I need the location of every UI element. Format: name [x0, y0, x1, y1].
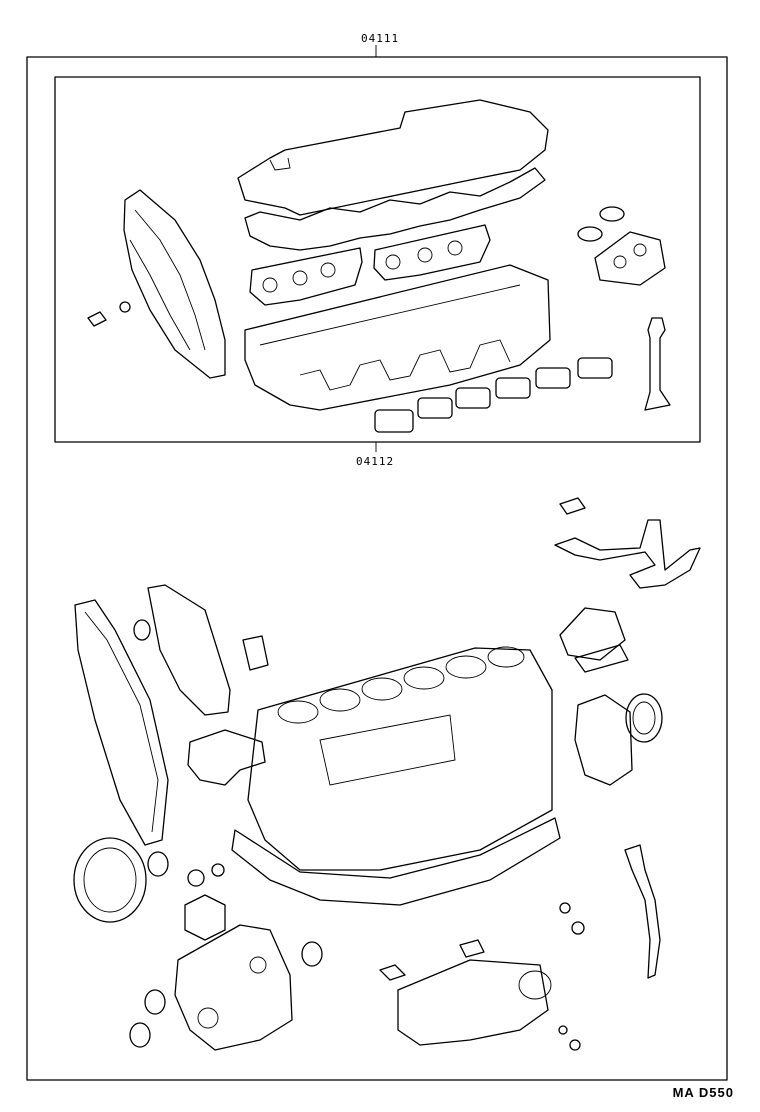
part-number-label-top: 04111	[361, 32, 400, 45]
outer-frame	[26, 56, 728, 1081]
port-gaskets	[374, 357, 613, 433]
oil-pump-housing	[174, 924, 293, 1051]
washer-2	[211, 863, 225, 877]
seal-3	[301, 941, 323, 967]
oil-strainer-gasket	[559, 497, 586, 515]
bolt-3	[569, 1039, 581, 1051]
cylinder-bores	[277, 646, 525, 724]
oil-seal-small	[133, 619, 151, 641]
nut-1	[559, 902, 571, 914]
nut-2	[571, 921, 585, 935]
inner-frame	[54, 76, 701, 443]
small-gasket	[242, 635, 269, 671]
manifold-flange	[559, 607, 626, 661]
cylinder-block	[247, 647, 553, 871]
flange-gasket	[574, 644, 629, 673]
timing-belt-cover	[123, 189, 226, 379]
seal-4	[144, 989, 166, 1015]
crank-seal	[147, 851, 169, 877]
cylinder-head	[244, 264, 551, 411]
timing-cover-gasket	[147, 584, 231, 716]
cylinder-head-cover	[237, 99, 549, 216]
seal-ring-1	[577, 226, 603, 242]
small-flange-gasket-2	[459, 939, 485, 958]
intake-manifold-gasket	[249, 247, 363, 306]
bracket-gasket	[594, 231, 666, 286]
thermostat-gasket	[184, 894, 226, 941]
bolt	[87, 311, 107, 327]
seal-5	[129, 1022, 151, 1048]
valve	[644, 317, 671, 411]
bolt-2	[558, 1025, 568, 1035]
oil-strainer	[554, 519, 701, 589]
head-cover-gasket	[244, 167, 546, 251]
small-flange-gasket	[379, 964, 406, 981]
part-number-label-inner: 04112	[356, 455, 395, 468]
figure-code: MA D550	[672, 1085, 734, 1100]
exhaust-manifold-gasket	[373, 224, 491, 281]
water-pipe	[624, 844, 661, 979]
oil-cooler	[397, 959, 549, 1046]
rear-oil-seal	[625, 693, 663, 743]
timing-belt	[74, 599, 169, 846]
rear-seal-retainer	[574, 694, 633, 786]
water-pump-gasket	[187, 729, 266, 786]
oil-pan-gasket	[231, 817, 561, 906]
crank-pulley	[73, 837, 147, 923]
seal-ring-2	[599, 206, 625, 222]
idler-bolt	[187, 869, 205, 887]
washer	[119, 301, 131, 313]
